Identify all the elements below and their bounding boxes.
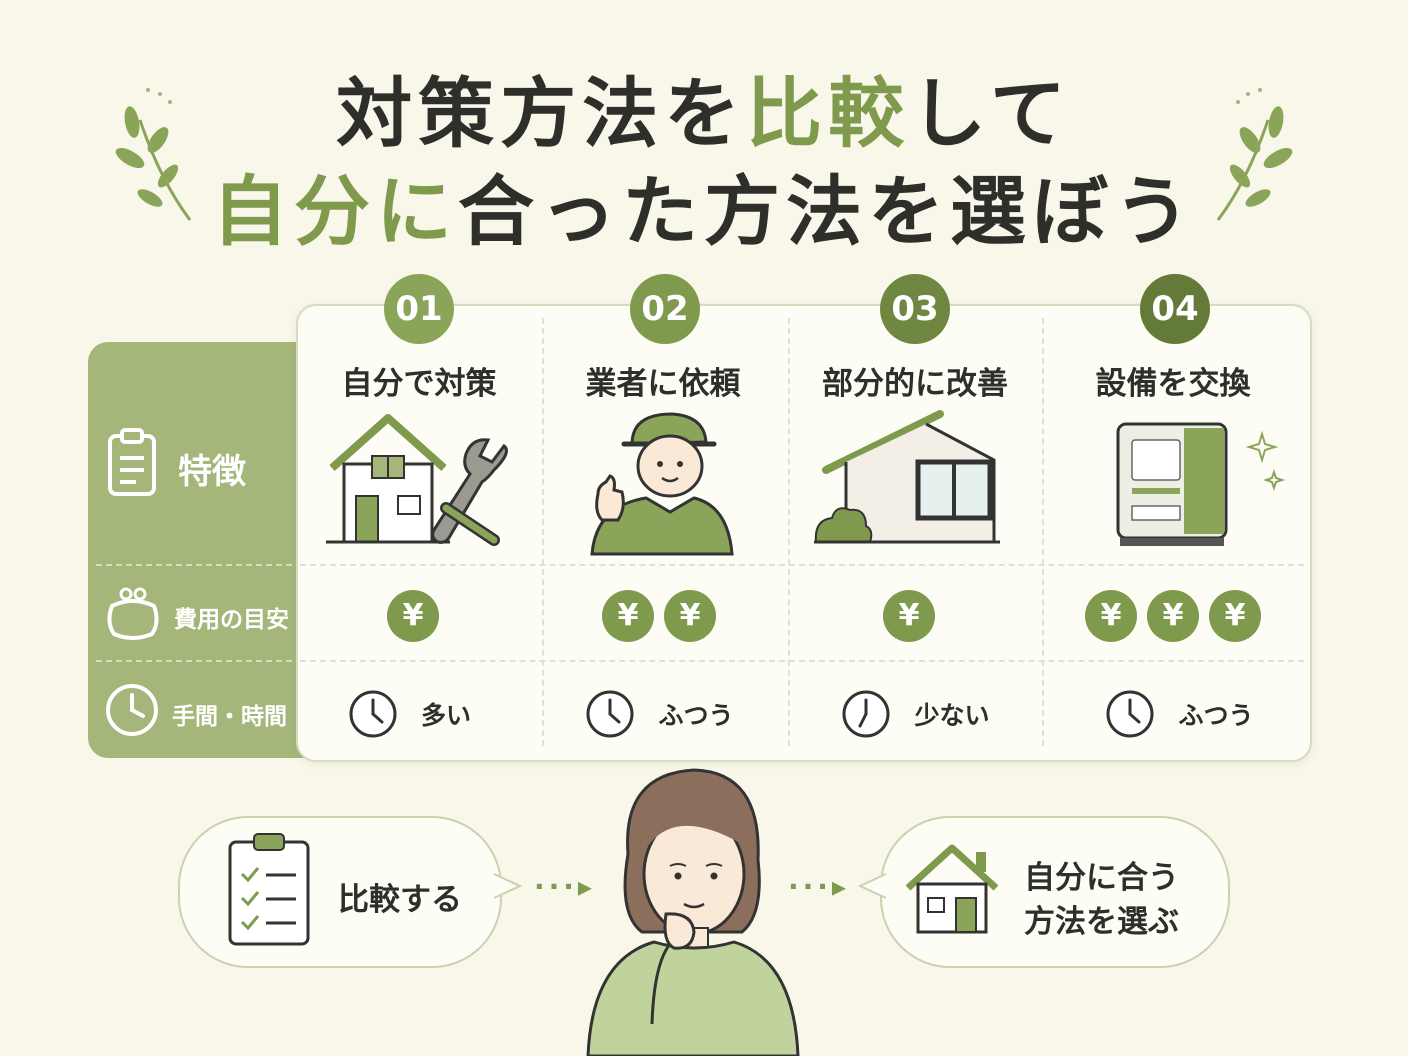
effort-value: 多い bbox=[420, 701, 471, 730]
option-number-badge: 01 bbox=[384, 274, 454, 344]
effort-indicator: 多い bbox=[284, 686, 534, 742]
effort-value: 少ない bbox=[914, 701, 990, 730]
thinking-woman-illustration bbox=[586, 768, 800, 1056]
yen-coin-icon: ¥ bbox=[1147, 590, 1199, 642]
cost-indicator: ¥ bbox=[288, 590, 538, 642]
yen-coin-icon: ¥ bbox=[883, 590, 935, 642]
house-window-renovation-icon bbox=[814, 410, 1000, 544]
cost-indicator: ¥ bbox=[784, 590, 1034, 642]
worker-thumbs-up-icon bbox=[590, 412, 734, 556]
option-number-badge: 02 bbox=[630, 274, 700, 344]
checklist-icon bbox=[228, 833, 310, 946]
flow-arrow-right: ···▸ bbox=[788, 870, 850, 903]
clock-icon bbox=[349, 690, 397, 738]
page-title-line-1: 対策方法を比較して bbox=[0, 52, 1408, 162]
compare-text: 比較する bbox=[338, 882, 462, 918]
title-text: 対策方法を bbox=[336, 69, 747, 158]
option-title-replace: 設備を交換 bbox=[1095, 366, 1251, 402]
flow-arrow-left: ···▸ bbox=[534, 870, 596, 903]
effort-indicator: ふつう bbox=[1054, 686, 1304, 742]
effort-value: ふつう bbox=[658, 701, 734, 730]
option-number-badge: 04 bbox=[1140, 274, 1210, 344]
option-title-partial: 部分的に改善 bbox=[822, 366, 1008, 402]
effort-indicator: ふつう bbox=[534, 686, 784, 742]
yen-coin-icon: ¥ bbox=[602, 590, 654, 642]
water-heater-unit-icon bbox=[1116, 422, 1286, 546]
row-label-cost: 費用の目安 bbox=[174, 607, 289, 633]
yen-coin-icon: ¥ bbox=[664, 590, 716, 642]
row-divider bbox=[300, 564, 1304, 566]
option-title-diy: 自分で対策 bbox=[341, 366, 497, 402]
option-number-badge: 03 bbox=[880, 274, 950, 344]
row-label-feature: 特徴 bbox=[178, 452, 246, 492]
choose-text-line-1: 自分に合う bbox=[1024, 860, 1179, 896]
yen-coin-icon: ¥ bbox=[1209, 590, 1261, 642]
bubble-tail-icon bbox=[494, 873, 523, 899]
title-text: 合った方法を選ぼう bbox=[458, 167, 1196, 256]
coin-purse-icon bbox=[107, 587, 159, 640]
cost-indicator: ¥ ¥ bbox=[534, 590, 784, 642]
bubble-tail-icon bbox=[858, 873, 888, 899]
choose-text-line-2: 方法を選ぶ bbox=[1024, 904, 1179, 940]
row-divider bbox=[96, 660, 292, 662]
page-title-line-2: 自分に合った方法を選ぼう bbox=[0, 150, 1408, 260]
effort-value: ふつう bbox=[1178, 701, 1254, 730]
column-divider bbox=[788, 318, 790, 746]
clock-icon bbox=[842, 690, 890, 738]
leaf-branch-right-icon bbox=[1216, 88, 1293, 221]
title-text: して bbox=[910, 69, 1072, 158]
clock-icon bbox=[106, 684, 158, 736]
column-divider bbox=[1042, 318, 1044, 746]
option-title-contractor: 業者に依頼 bbox=[585, 366, 741, 402]
yen-coin-icon: ¥ bbox=[387, 590, 439, 642]
cost-indicator: ¥ ¥ ¥ bbox=[1048, 590, 1298, 642]
house-wrench-icon bbox=[326, 414, 508, 546]
title-highlight: 自分に bbox=[212, 167, 458, 256]
clipboard-icon bbox=[108, 428, 156, 496]
row-divider bbox=[300, 660, 1304, 662]
clock-icon bbox=[1106, 690, 1154, 738]
house-icon bbox=[905, 844, 999, 934]
row-divider bbox=[96, 564, 292, 566]
effort-indicator: 少ない bbox=[790, 686, 1040, 742]
column-divider bbox=[542, 318, 544, 746]
leaf-branch-left-icon bbox=[115, 88, 192, 221]
clock-icon bbox=[586, 690, 634, 738]
title-highlight: 比較 bbox=[746, 69, 911, 158]
yen-coin-icon: ¥ bbox=[1085, 590, 1137, 642]
row-label-effort: 手間・時間 bbox=[172, 704, 287, 730]
